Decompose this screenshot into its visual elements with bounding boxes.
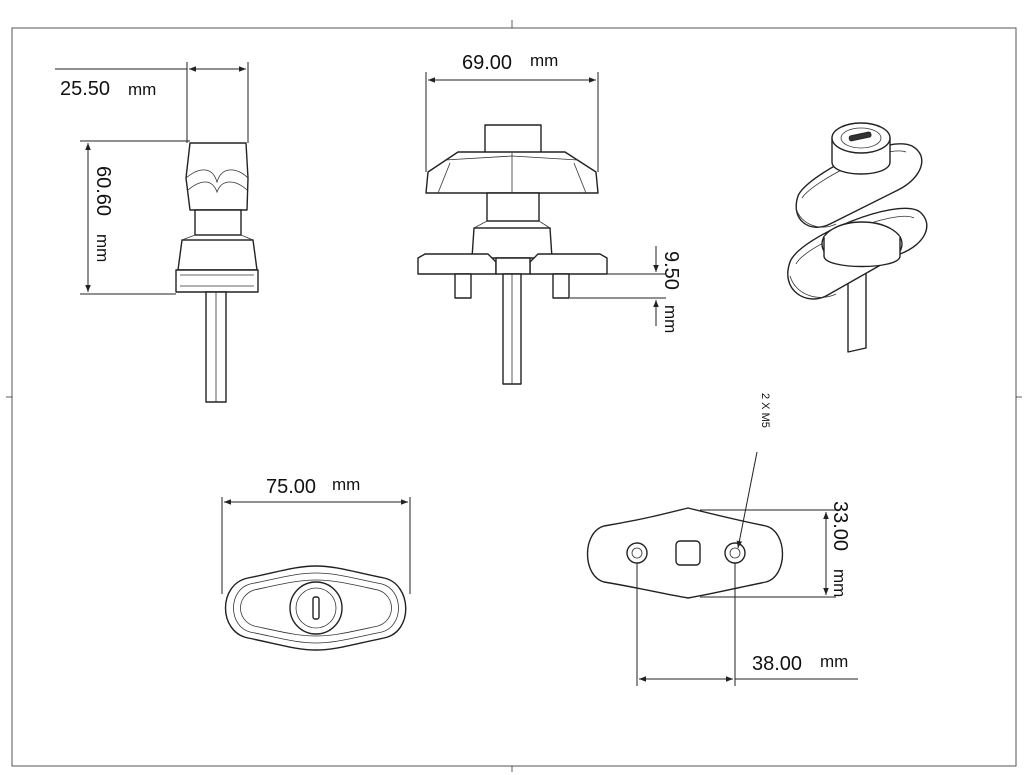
- dim-height-side-value: 60.60: [92, 166, 114, 216]
- dim-width-front-value: 69.00: [462, 52, 512, 74]
- dim-hole-spacing-unit: mm: [820, 652, 848, 671]
- dim-height-side-unit: mm: [93, 234, 112, 262]
- top-view: 75.00 mm: [221, 475, 411, 651]
- dim-base-thickness-unit: mm: [661, 305, 680, 333]
- dim-width-side-value: 25.50: [60, 78, 110, 100]
- bottom-view: 2 X M5 33.00 mm 38.00 mm: [586, 393, 858, 686]
- dim-width-top-unit: mm: [332, 475, 360, 494]
- front-view: 69.00 mm 9.50 mm: [417, 51, 682, 385]
- dim-width-side-unit: mm: [128, 80, 156, 99]
- dim-base-depth-unit: mm: [830, 569, 849, 597]
- dim-base-thickness-value: 9.50: [660, 251, 682, 290]
- isometric-view: [787, 122, 928, 353]
- dim-width-top-value: 75.00: [266, 476, 316, 498]
- dim-base-depth-value: 33.00: [829, 501, 851, 551]
- side-view: 25.50 mm 60.60 mm: [55, 62, 259, 403]
- dim-width-front-unit: mm: [530, 51, 558, 70]
- dim-hole-spacing-value: 38.00: [752, 653, 802, 675]
- holes-callout: 2 X M5: [759, 393, 771, 428]
